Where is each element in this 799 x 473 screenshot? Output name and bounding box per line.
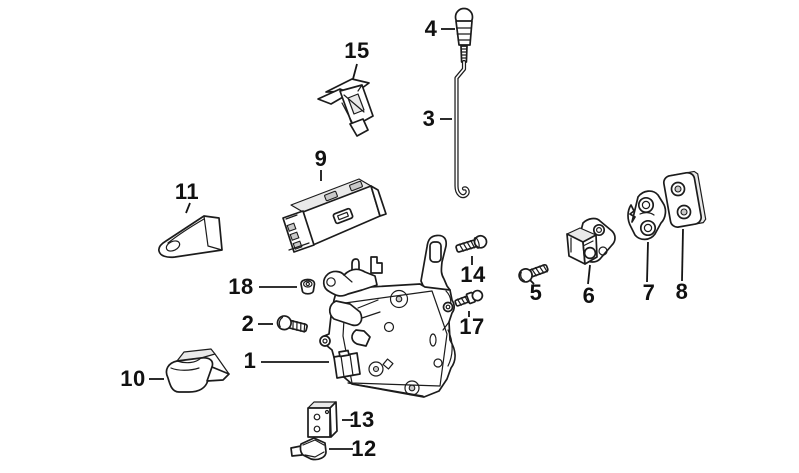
leader-lines [149,28,684,450]
part-4-lock-knob-drawing [454,7,474,46]
leader-line-7 [646,241,649,283]
part-label-8: 8 [675,279,689,304]
part-3-lock-rod-drawing [454,45,470,199]
part-label-1: 1 [243,348,257,373]
part-label-10: 10 [120,366,146,391]
leader-line-6 [587,264,591,285]
part-label-9: 9 [314,146,328,171]
part-label-7: 7 [642,280,656,305]
part-9-control-module-drawing [282,178,387,253]
part-6-striker-drawing [566,217,616,265]
part-label-14: 14 [460,262,486,287]
part-label-4: 4 [424,16,438,41]
part-label-11: 11 [174,179,200,204]
leader-line-8 [681,228,684,282]
part-label-13: 13 [349,407,375,432]
part-11-wedge-drawing [157,215,223,259]
part-14-screw-drawing [455,234,488,253]
part-17-stud-drawing [454,289,484,307]
part-8-backing-plate-drawing [662,170,707,228]
part-12-clip-drawing [290,437,327,461]
part-1-door-lock-drawing [319,234,456,398]
part-label-2: 2 [241,311,255,336]
part-13-block-drawing [307,401,338,438]
part-label-18: 18 [228,274,254,299]
part-label-3: 3 [422,106,436,131]
leader-line-11 [185,202,191,214]
part-label-12: 12 [351,436,377,461]
part-label-6: 6 [582,283,596,308]
part-label-17: 17 [459,314,485,339]
part-5-screw-drawing [518,263,549,283]
part-15-clip-drawing [317,78,374,137]
part-2-screw-drawing [276,315,308,333]
part-7-gasket-drawing [627,190,667,241]
part-18-grommet-drawing [300,278,316,295]
leader-line-15 [352,63,358,80]
part-label-5: 5 [529,280,543,305]
part-label-15: 15 [344,38,370,63]
part-10-clip-drawing [165,348,230,393]
